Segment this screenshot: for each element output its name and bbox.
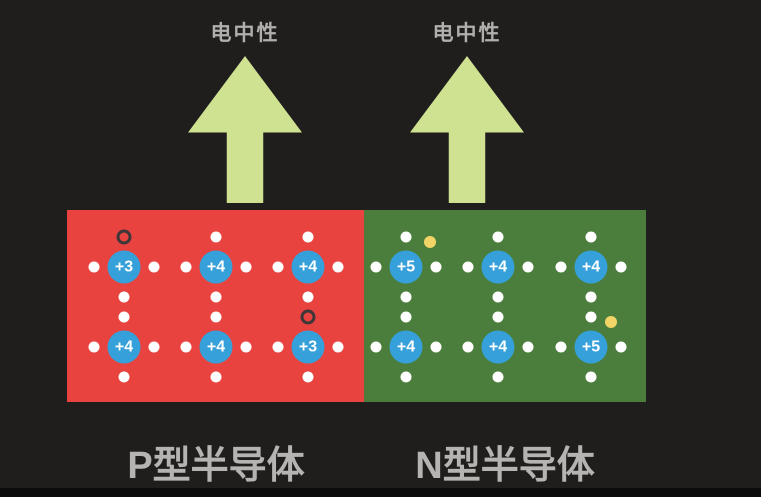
atom-p-+3: +3 bbox=[107, 250, 141, 284]
bottom-bar bbox=[0, 488, 761, 497]
electron-dot bbox=[462, 261, 474, 273]
electron-dot bbox=[400, 311, 412, 323]
electron-dot bbox=[492, 311, 504, 323]
electron-dot bbox=[272, 261, 284, 273]
electron-dot bbox=[585, 291, 597, 303]
electron-dot bbox=[492, 231, 504, 243]
electron-dot bbox=[302, 231, 314, 243]
atom-n-+4: +4 bbox=[481, 250, 515, 284]
electron-dot bbox=[430, 341, 442, 353]
electron-dot bbox=[555, 341, 567, 353]
atom-p-+4: +4 bbox=[107, 330, 141, 364]
electron-dot bbox=[370, 261, 382, 273]
n-type-label: N型半导体 bbox=[415, 445, 595, 487]
free-electron-icon bbox=[424, 236, 436, 248]
electron-dot bbox=[302, 371, 314, 383]
electron-dot bbox=[522, 261, 534, 273]
electron-dot bbox=[210, 371, 222, 383]
hole-icon bbox=[116, 229, 132, 245]
electron-dot bbox=[118, 291, 130, 303]
atom-n-+4: +4 bbox=[574, 250, 608, 284]
electron-dot bbox=[615, 261, 627, 273]
atom-n-+5: +5 bbox=[389, 250, 423, 284]
electron-dot bbox=[332, 261, 344, 273]
electron-dot bbox=[240, 261, 252, 273]
electron-dot bbox=[430, 261, 442, 273]
electron-dot bbox=[332, 341, 344, 353]
electron-dot bbox=[148, 341, 160, 353]
electron-dot bbox=[555, 261, 567, 273]
electron-dot bbox=[180, 341, 192, 353]
neutral-label-p: 电中性 bbox=[210, 22, 280, 45]
electron-dot bbox=[272, 341, 284, 353]
electron-dot bbox=[302, 291, 314, 303]
neutral-label-n: 电中性 bbox=[432, 22, 502, 45]
n-region bbox=[364, 210, 646, 402]
electron-dot bbox=[88, 341, 100, 353]
electron-dot bbox=[148, 261, 160, 273]
electron-dot bbox=[492, 371, 504, 383]
electron-dot bbox=[240, 341, 252, 353]
electron-dot bbox=[180, 261, 192, 273]
electron-dot bbox=[585, 231, 597, 243]
electron-dot bbox=[118, 311, 130, 323]
hole-icon bbox=[300, 309, 316, 325]
atom-p-+4: +4 bbox=[199, 330, 233, 364]
electron-dot bbox=[615, 341, 627, 353]
atom-p-+4: +4 bbox=[291, 250, 325, 284]
electron-dot bbox=[210, 311, 222, 323]
free-electron-icon bbox=[605, 316, 617, 328]
electron-dot bbox=[210, 291, 222, 303]
electron-dot bbox=[492, 291, 504, 303]
atom-n-+5: +5 bbox=[574, 330, 608, 364]
atom-p-+4: +4 bbox=[199, 250, 233, 284]
electron-dot bbox=[370, 341, 382, 353]
atom-p-+3: +3 bbox=[291, 330, 325, 364]
electron-dot bbox=[522, 341, 534, 353]
electron-dot bbox=[118, 371, 130, 383]
atom-n-+4: +4 bbox=[481, 330, 515, 364]
electron-dot bbox=[400, 291, 412, 303]
atom-n-+4: +4 bbox=[389, 330, 423, 364]
electron-dot bbox=[400, 371, 412, 383]
electron-dot bbox=[88, 261, 100, 273]
electron-dot bbox=[400, 231, 412, 243]
electron-dot bbox=[585, 371, 597, 383]
electron-dot bbox=[462, 341, 474, 353]
electron-dot bbox=[210, 231, 222, 243]
electron-dot bbox=[585, 311, 597, 323]
p-type-label: P型半导体 bbox=[127, 445, 305, 487]
